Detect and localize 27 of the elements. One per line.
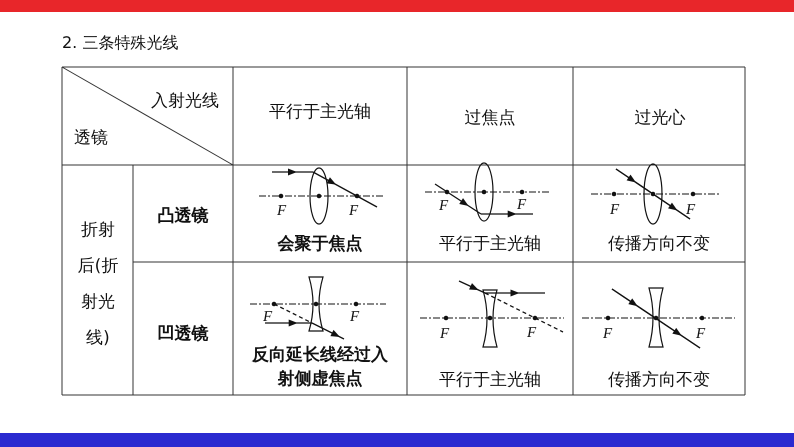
caption-text: 平行于主光轴: [438, 369, 542, 391]
row-header: 凹透镜: [156, 323, 210, 345]
caption-text: 反向延长线经过入射侧虚焦点: [250, 344, 389, 391]
column-header: 平行于主光轴: [268, 101, 372, 124]
caption-text: 传播方向不变: [607, 369, 711, 391]
focus-label: F: [517, 197, 526, 214]
focus-label: F: [349, 203, 358, 220]
caption-text: 传播方向不变: [607, 233, 711, 255]
column-header: 入射光线: [150, 90, 220, 112]
focus-label: F: [610, 202, 620, 219]
row-header: 透镜: [73, 127, 109, 149]
focus-label: F: [686, 202, 696, 219]
column-header: 过焦点: [464, 107, 516, 129]
focus-label: F: [277, 203, 286, 220]
focus-label: F: [527, 325, 536, 342]
focus-label: F: [440, 326, 450, 343]
focus-label: F: [263, 309, 272, 326]
row-header: 凸透镜: [156, 205, 210, 227]
caption-text: 平行于主光轴: [438, 233, 542, 255]
section-title: 2. 三条特殊光线: [62, 33, 180, 54]
focus-label: F: [439, 198, 448, 215]
caption-text: 会聚于焦点: [276, 233, 364, 255]
focus-label: F: [350, 309, 360, 326]
focus-label: F: [603, 326, 612, 343]
column-header: 过光心: [634, 107, 686, 129]
focus-label: F: [696, 326, 706, 343]
row-header: 折射后(折射光线): [76, 219, 120, 350]
